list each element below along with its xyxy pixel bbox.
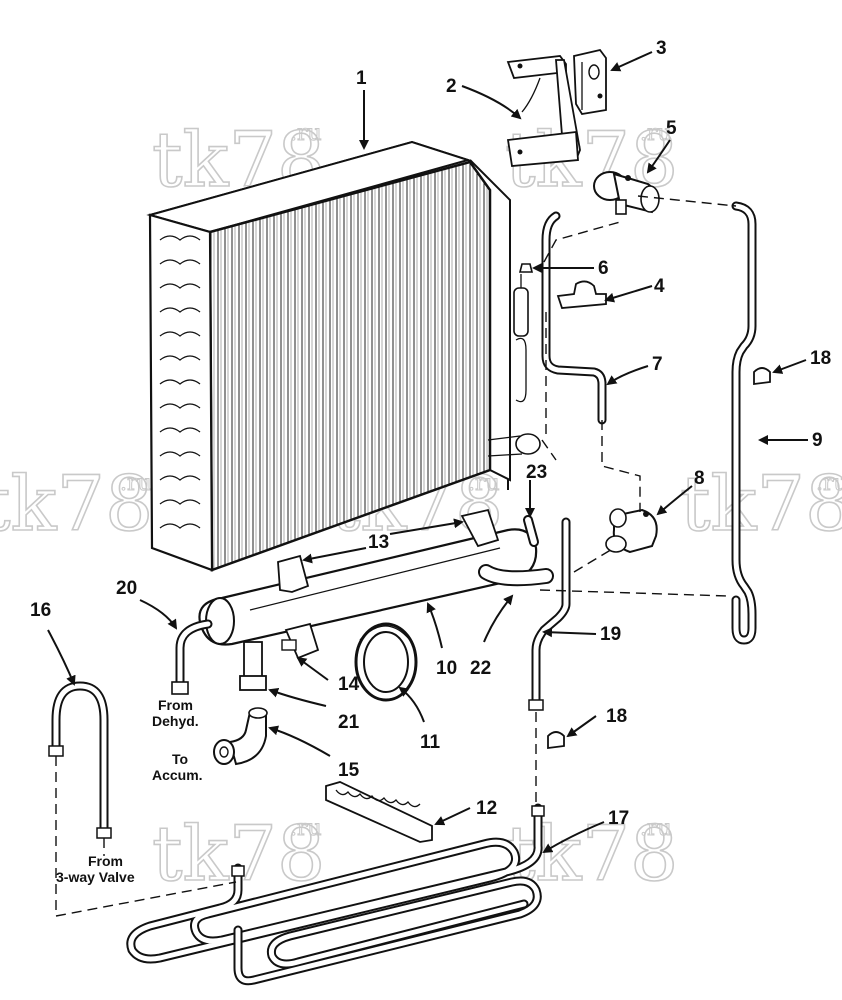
callout-4: 4 <box>654 276 665 297</box>
note-to-accum-2: Accum. <box>152 767 203 783</box>
watermark-mid-right: tk78 .ru <box>679 458 842 549</box>
callout-6: 6 <box>598 258 609 279</box>
callout-10: 10 <box>436 658 457 679</box>
callout-15: 15 <box>338 760 360 781</box>
callout-16: 16 <box>30 600 51 621</box>
flow-notes: From Dehyd. To Accum. From 3-way Valve <box>56 697 203 885</box>
leader-lines <box>47 51 808 854</box>
elbow-fitting <box>213 707 268 766</box>
tube-9 <box>731 201 757 645</box>
watermark-bottom-left: tk78 .ru <box>151 808 326 899</box>
watermark-suffix: .ru <box>640 121 672 146</box>
clamp-18-lower <box>547 731 565 750</box>
o-ring <box>354 622 418 702</box>
bracket-2 <box>506 55 581 167</box>
tube-19 <box>528 517 571 711</box>
watermark-suffix: .ru <box>290 816 322 841</box>
fitting-8 <box>605 508 658 554</box>
note-from-valve-1: From <box>88 853 123 869</box>
watermark-suffix: .ru <box>290 121 322 146</box>
condenser-coil <box>146 140 541 572</box>
note-from-valve-2: 3-way Valve <box>56 869 135 885</box>
callout-18-upper: 18 <box>810 348 831 369</box>
watermark-suffix: .ru <box>120 471 152 496</box>
tube-16 <box>48 681 112 839</box>
callout-1: 1 <box>356 68 367 89</box>
note-from-dehyd-1: From <box>158 697 193 713</box>
clamp-4 <box>556 280 607 309</box>
inlet-tube <box>171 619 213 695</box>
callout-20: 20 <box>116 578 137 599</box>
callout-14: 14 <box>338 674 360 695</box>
valve-core-6 <box>518 263 534 273</box>
serpentine-coil <box>126 803 545 986</box>
note-to-accum-1: To <box>172 751 188 767</box>
callout-3: 3 <box>656 38 667 59</box>
tube-clamp-strip <box>325 781 433 843</box>
callout-labels: 1 2 3 4 5 6 7 8 9 10 11 12 13 14 15 16 1… <box>30 38 831 829</box>
note-from-dehyd-2: Dehyd. <box>152 713 199 729</box>
bracket-3 <box>573 48 607 115</box>
callout-2: 2 <box>446 76 457 97</box>
callout-13: 13 <box>368 532 389 553</box>
watermarks: tk78 .ru tk78 .ru tk78 .ru tk78 .ru tk78… <box>0 114 842 899</box>
tank-bracket-upper-left <box>277 554 310 593</box>
callout-7: 7 <box>652 354 663 375</box>
return-bends <box>159 235 201 529</box>
hose-22 <box>478 515 554 587</box>
callout-5: 5 <box>666 118 677 139</box>
clamp-18-upper <box>753 367 771 386</box>
watermark-text: tk78 <box>0 459 153 548</box>
callout-11: 11 <box>420 732 441 753</box>
tube-7 <box>541 211 607 425</box>
callout-22: 22 <box>470 658 491 679</box>
dashed-connections <box>55 195 737 917</box>
callout-18-lower: 18 <box>606 706 627 727</box>
watermark-suffix: .ru <box>816 471 842 496</box>
tank-bracket-upper-right <box>460 508 500 548</box>
watermark-text: tk78 <box>680 459 842 548</box>
callout-21: 21 <box>338 712 360 733</box>
watermark-suffix: .ru <box>640 816 672 841</box>
callout-8: 8 <box>694 468 705 489</box>
callout-17: 17 <box>608 808 629 829</box>
callout-23: 23 <box>526 462 547 483</box>
watermark-mid-left: tk78 .ru <box>0 458 154 549</box>
callout-9: 9 <box>812 430 823 451</box>
valve-5 <box>593 171 660 215</box>
callout-12: 12 <box>476 798 497 819</box>
callout-19: 19 <box>600 624 621 645</box>
